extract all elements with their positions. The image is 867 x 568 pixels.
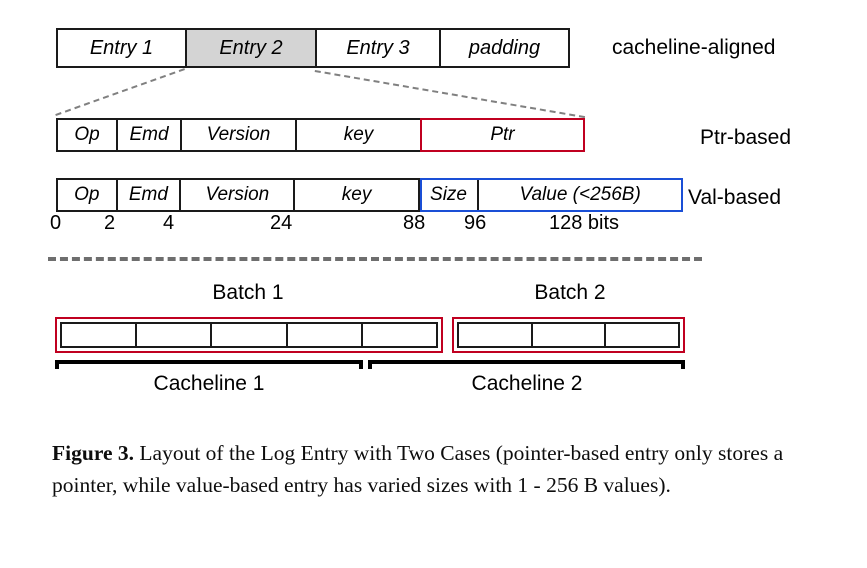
batch-2-slots [457,322,680,348]
bit-tick-4: 4 [163,212,175,234]
caption-text: Layout of the Log Entry with Two Cases (… [52,441,784,497]
batch-1-slot-3 [212,324,288,346]
label-batch-2: Batch 2 [534,281,606,304]
label-cacheline-2: Cacheline 2 [471,372,583,395]
batch-1-slot-2 [137,324,213,346]
top-cell-entry-1: Entry 1 [58,30,187,66]
batch-1-slot-5 [363,324,436,346]
fan-line-left [55,68,185,116]
top-cell-entry-2: Entry 2 [187,30,317,66]
batch-2-slot-1 [459,324,533,346]
batch-box-1 [55,317,443,353]
ptr-based-entry-row: Op Emd Version key Ptr [56,118,585,152]
batch-2-slot-2 [533,324,607,346]
bit-tick-88: 88 [403,212,426,234]
batch-1-slot-4 [288,324,363,346]
val-field-size: Size [419,180,480,210]
bit-tick-2: 2 [104,212,116,234]
val-field-op: Op [58,180,118,210]
section-divider [48,257,702,261]
batch-box-2 [452,317,685,353]
label-ptr-based: Ptr-based [700,126,792,149]
caption-prefix: Figure 3. [52,441,135,465]
bit-tick-0: 0 [50,212,62,234]
cacheline-2-bracket [368,360,685,369]
val-field-emd: Emd [117,180,182,210]
batch-1-slot-1 [62,324,138,346]
val-field-version: Version [181,180,296,210]
val-based-entry-row: Op Emd Version key Size Value (<256B) [56,178,683,212]
label-cacheline-1: Cacheline 1 [153,372,265,395]
ptr-field-key: key [297,120,422,150]
fan-line-right [314,70,586,119]
bit-tick-128: 128 bits [549,212,620,234]
label-val-based: Val-based [688,186,782,209]
figure-caption: Figure 3. Layout of the Log Entry with T… [52,437,842,501]
bit-tick-24: 24 [270,212,293,234]
top-cell-entry-3: Entry 3 [317,30,441,66]
ptr-field-emd: Emd [118,120,182,150]
ptr-field-ptr: Ptr [422,120,583,150]
batch-2-slot-3 [606,324,678,346]
label-cacheline-aligned: cacheline-aligned [612,36,776,59]
label-batch-1: Batch 1 [212,281,284,304]
cacheline-aligned-row: Entry 1 Entry 2 Entry 3 padding [56,28,570,68]
ptr-field-version: Version [182,120,297,150]
ptr-field-op: Op [58,120,118,150]
val-field-key: key [295,180,420,210]
bit-tick-96: 96 [464,212,487,234]
batch-1-slots [60,322,438,348]
cacheline-1-bracket [55,360,363,369]
top-cell-padding: padding [468,36,541,59]
val-field-value: Value (<256B) [479,180,681,210]
